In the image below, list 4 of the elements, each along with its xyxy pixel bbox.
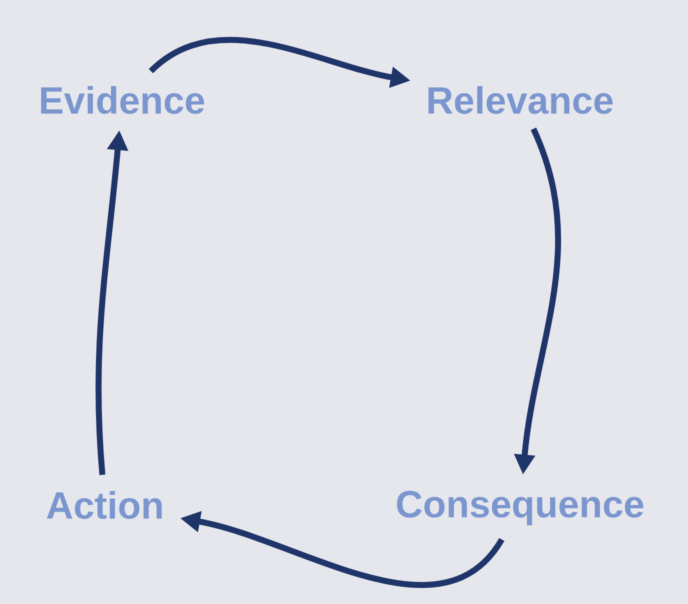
cycle-label: Action [46,491,162,519]
cycle-label: Evidence [41,86,204,114]
cycle-label: Relevance [428,86,613,114]
cycle-label: Consequence [396,490,644,526]
